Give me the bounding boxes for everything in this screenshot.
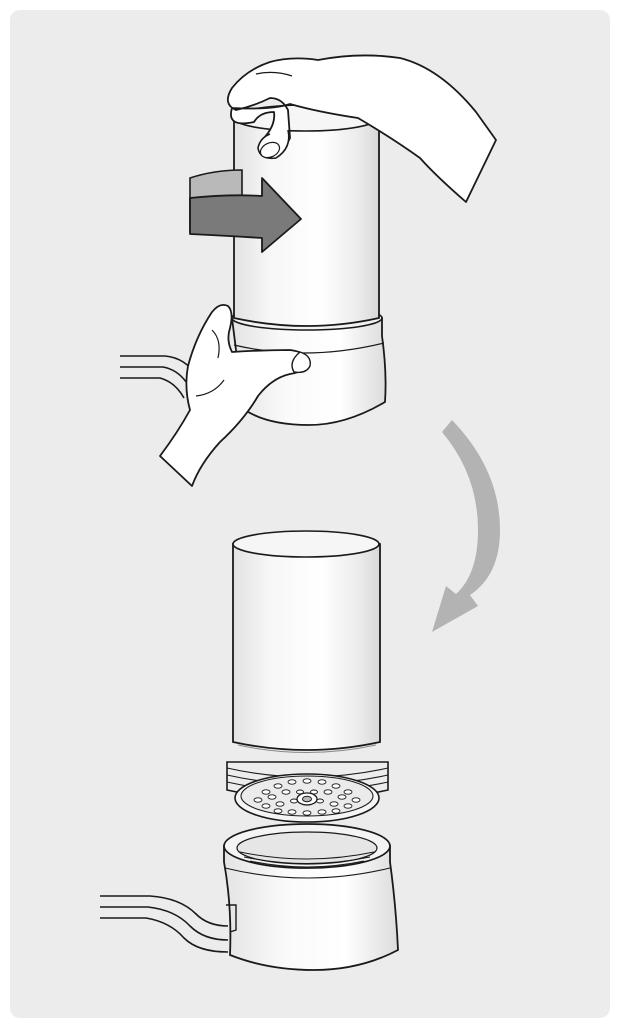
step-1-twist: [120, 55, 496, 486]
step-2-separated: [100, 531, 398, 970]
power-cable-2: [100, 896, 228, 952]
filter-cartridge-2: [233, 531, 380, 753]
power-cable-1: [120, 356, 196, 398]
filter-base-2: [224, 824, 398, 970]
perforated-filter-plate: [235, 774, 379, 822]
transition-arrow-icon: [432, 420, 500, 632]
